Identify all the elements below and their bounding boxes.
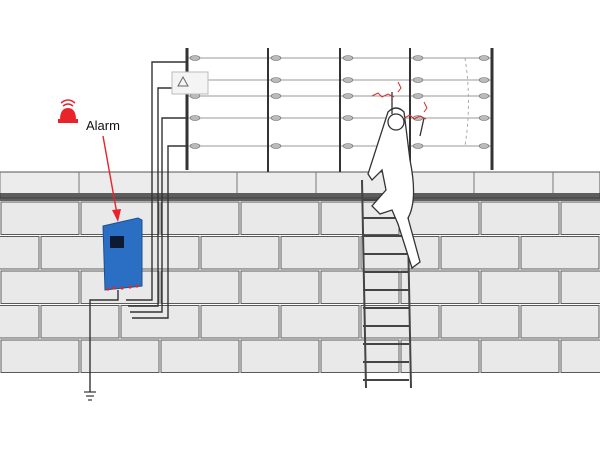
brick xyxy=(0,270,80,304)
brick xyxy=(0,305,40,339)
electric-fence xyxy=(185,48,494,172)
brick xyxy=(480,339,560,373)
brick xyxy=(0,236,40,270)
intruder-figure xyxy=(367,92,425,270)
brick xyxy=(400,339,480,373)
brick xyxy=(160,270,240,304)
wire-insulator xyxy=(270,55,282,61)
alarm-label: Alarm xyxy=(86,118,120,133)
brick xyxy=(280,236,360,270)
ground-icon xyxy=(84,391,96,401)
wire-tension-spring xyxy=(464,57,469,147)
wire-insulator xyxy=(412,77,424,83)
brick xyxy=(320,339,400,373)
brick xyxy=(560,270,600,304)
brick xyxy=(560,339,600,373)
brick xyxy=(560,201,600,235)
brick xyxy=(440,305,520,339)
wire-insulator xyxy=(412,55,424,61)
wire-insulator xyxy=(342,77,354,83)
wire-insulator xyxy=(478,143,490,149)
wire-insulator xyxy=(270,143,282,149)
brick xyxy=(200,236,280,270)
wire-insulator xyxy=(342,115,354,121)
wire-insulator xyxy=(189,115,201,121)
wire-insulator xyxy=(189,143,201,149)
siren-icon xyxy=(58,99,78,123)
wire-insulator xyxy=(270,93,282,99)
brick xyxy=(240,270,320,304)
wire-insulator xyxy=(478,55,490,61)
brick xyxy=(160,201,240,235)
fence-controller-energizer xyxy=(102,217,143,291)
brick xyxy=(0,201,80,235)
alarm-arrow xyxy=(102,135,118,215)
wire-insulator xyxy=(412,143,424,149)
spark-icons xyxy=(371,81,428,120)
brick xyxy=(480,270,560,304)
wire-insulator xyxy=(478,77,490,83)
brick xyxy=(160,339,240,373)
wire-insulator xyxy=(270,115,282,121)
brick-wall xyxy=(0,171,600,373)
brick xyxy=(80,339,160,373)
brick xyxy=(360,305,440,339)
warning-sign-icon xyxy=(171,71,209,95)
brick xyxy=(200,305,280,339)
brick xyxy=(240,339,320,373)
brick xyxy=(440,236,520,270)
wire-insulator xyxy=(478,93,490,99)
brick xyxy=(0,339,80,373)
brick xyxy=(480,201,560,235)
wall-cap-shadow xyxy=(0,193,600,201)
wire-insulator xyxy=(189,55,201,61)
wire-insulator xyxy=(412,93,424,99)
brick xyxy=(520,305,600,339)
brick xyxy=(240,201,320,235)
wire-insulator xyxy=(270,77,282,83)
wire-insulator xyxy=(342,143,354,149)
arrow-head xyxy=(112,209,121,222)
wire-insulator xyxy=(342,55,354,61)
brick xyxy=(320,270,400,304)
controller-display xyxy=(110,236,124,248)
brick xyxy=(120,305,200,339)
brick xyxy=(400,270,480,304)
brick xyxy=(280,305,360,339)
wire-insulator xyxy=(342,93,354,99)
brick xyxy=(360,236,440,270)
wire-insulator xyxy=(478,115,490,121)
brick xyxy=(40,305,120,339)
brick xyxy=(520,236,600,270)
